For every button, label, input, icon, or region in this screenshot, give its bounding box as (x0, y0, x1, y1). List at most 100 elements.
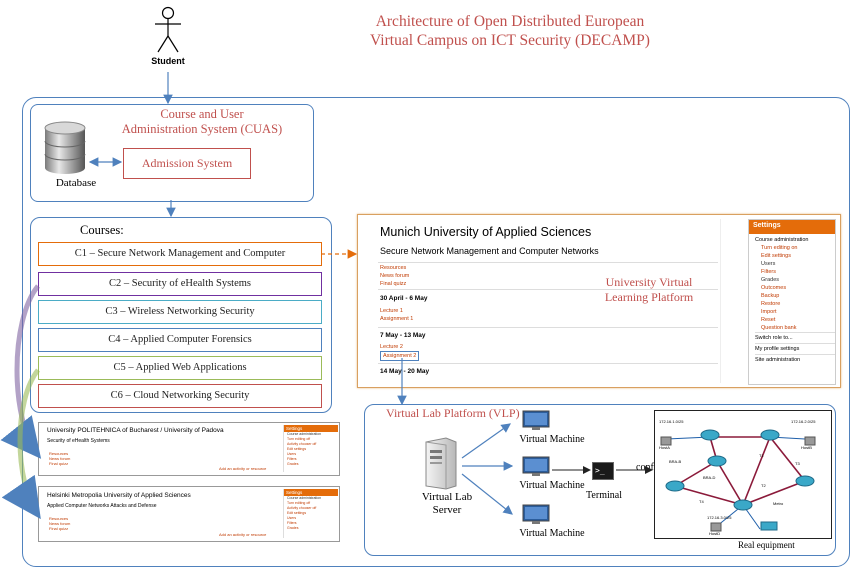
course-item[interactable]: C5 – Applied Web Applications (38, 356, 322, 380)
link-label: T1 (759, 453, 764, 458)
host-icons (660, 436, 816, 532)
mini1-link[interactable]: Final quizz (49, 461, 69, 466)
course-item[interactable]: C2 – Security of eHealth Systems (38, 272, 322, 296)
mini1-side-item[interactable]: Activity chooser off (287, 442, 317, 446)
mini2-side-item[interactable]: Filters (287, 521, 297, 525)
router-icon (707, 455, 727, 467)
ip-label: 172.16.1.0/25 (659, 419, 684, 424)
course-item[interactable]: C1 – Secure Network Management and Compu… (38, 242, 322, 266)
mini2-link[interactable]: News forum (49, 521, 71, 526)
router-icon (795, 475, 815, 487)
title-line-2: Virtual Campus on ICT Security (DECAMP) (370, 32, 650, 49)
server-label-line-1: Virtual Lab (421, 491, 473, 503)
real-equipment-label: Real equipment (738, 540, 795, 550)
settings-item[interactable]: Backup (761, 293, 780, 299)
week-2-assignment[interactable]: Assignment 2 (380, 351, 420, 361)
virtual-machine-icon (522, 410, 550, 430)
mini2-side-item[interactable]: Activity chooser off (287, 506, 317, 510)
settings-item[interactable]: Outcomes (761, 285, 787, 291)
settings-item[interactable]: Question bank (761, 325, 797, 331)
mini1-side-item[interactable]: Turn editing off (287, 437, 311, 441)
mini2-add[interactable]: Add an activity or resource (219, 532, 267, 537)
course-item[interactable]: C4 – Applied Computer Forensics (38, 328, 322, 352)
settings-item[interactable]: Turn editing on (761, 245, 798, 251)
mini1-add[interactable]: Add an activity or resource (219, 466, 267, 471)
mini1-side-item[interactable]: Course administration (287, 432, 322, 436)
course-item[interactable]: C6 – Cloud Networking Security (38, 384, 322, 408)
mini2-link[interactable]: Final quizz (49, 526, 69, 531)
mini2-university: Helsinki Metropolia University of Applie… (47, 492, 191, 499)
mini1-link[interactable]: Resources (49, 451, 69, 456)
courses-title: Courses: (80, 223, 124, 237)
settings-footer-item[interactable]: Site administration (755, 354, 835, 365)
mini1-side-item[interactable]: Edit settings (287, 447, 307, 451)
settings-item[interactable]: Users (761, 261, 776, 267)
mini1-side-item[interactable]: Grades (287, 462, 299, 466)
settings-header: Settings (749, 220, 835, 234)
course-item[interactable]: C3 – Wireless Networking Security (38, 300, 322, 324)
uvlp-course: Secure Network Management and Computer N… (380, 246, 599, 256)
network-topology (660, 429, 816, 532)
mini1-side-item[interactable]: Users (287, 452, 297, 456)
mini2-link[interactable]: Resources (49, 516, 69, 521)
router-icon (665, 480, 685, 492)
week-1-assignment[interactable]: Assignment 1 (380, 316, 414, 322)
mini1-side-item[interactable]: Filters (287, 457, 297, 461)
divider (378, 262, 718, 263)
settings-item[interactable]: Import (761, 309, 777, 315)
settings-item[interactable]: Filters (761, 269, 776, 275)
week-1-lecture[interactable]: Lecture 1 (380, 308, 403, 314)
settings-footer-item[interactable]: My profile settings (755, 343, 835, 354)
mini1-settings-header: Settings (284, 425, 338, 432)
host-b-label: HostB (801, 445, 812, 450)
terminal-icon: >_ (592, 462, 614, 480)
admission-system-box[interactable]: Admission System (123, 148, 251, 179)
settings-item[interactable]: Restore (761, 301, 781, 307)
student-label: Student (151, 56, 185, 66)
link-news-forum[interactable]: News forum (380, 273, 410, 279)
mini1-link[interactable]: News forum (49, 456, 71, 461)
week-2-lecture[interactable]: Lecture 2 (380, 344, 403, 350)
server-icon (425, 437, 457, 490)
settings-item[interactable]: Edit settings (761, 253, 791, 259)
mini2-side-item[interactable]: Edit settings (287, 511, 307, 515)
week-2-items: Lecture 2 Assignment 2 (380, 343, 420, 361)
admission-system-label: Admission System (141, 156, 233, 170)
link-final-quizz[interactable]: Final quizz (380, 281, 407, 287)
week-1-items: Lecture 1 Assignment 1 (380, 307, 413, 323)
host-icon (660, 436, 672, 446)
host-icon (710, 522, 722, 532)
host-d-label: HostD (709, 531, 721, 536)
ip-label: 172.16.2.0/25 (791, 419, 816, 424)
divider (378, 327, 718, 328)
host-a-label: HostA (659, 445, 670, 450)
vlp-box (364, 404, 836, 556)
virtual-machine-icon (522, 456, 550, 476)
mini2-course: Applied Computer Networks Attacks and De… (47, 503, 157, 509)
mini2-side-item[interactable]: Grades (287, 526, 299, 530)
mini2-side-item[interactable]: Turn editing off (287, 501, 311, 505)
link-label: BRA-B (669, 459, 682, 464)
server-label-line-2: Server (432, 504, 462, 516)
cuas-title-line-2: Administration System (CUAS) (121, 122, 283, 136)
link-resources[interactable]: Resources (380, 265, 407, 271)
link-label: BRA-D (703, 475, 716, 480)
virtual-machine-label: Virtual Machine (519, 528, 585, 539)
mini2-side-item[interactable]: Course administration (287, 496, 322, 500)
settings-item[interactable]: Grades (761, 277, 780, 283)
week-1-label: 30 April - 6 May (380, 295, 428, 302)
uvlp-screenshot: Munich University of Applied Sciences Se… (357, 214, 841, 388)
settings-panel: Settings Course administration Turn edit… (748, 219, 836, 385)
settings-footer-item[interactable]: Switch role to... (755, 332, 835, 343)
settings-item[interactable]: Reset (761, 317, 776, 323)
router-icon (700, 429, 720, 441)
mini-platform-1: University POLITEHNICA of Bucharest / Un… (38, 422, 340, 476)
mini2-side-item[interactable]: Users (287, 516, 297, 520)
divider (378, 363, 718, 364)
mini2-settings-header: Settings (284, 489, 338, 496)
